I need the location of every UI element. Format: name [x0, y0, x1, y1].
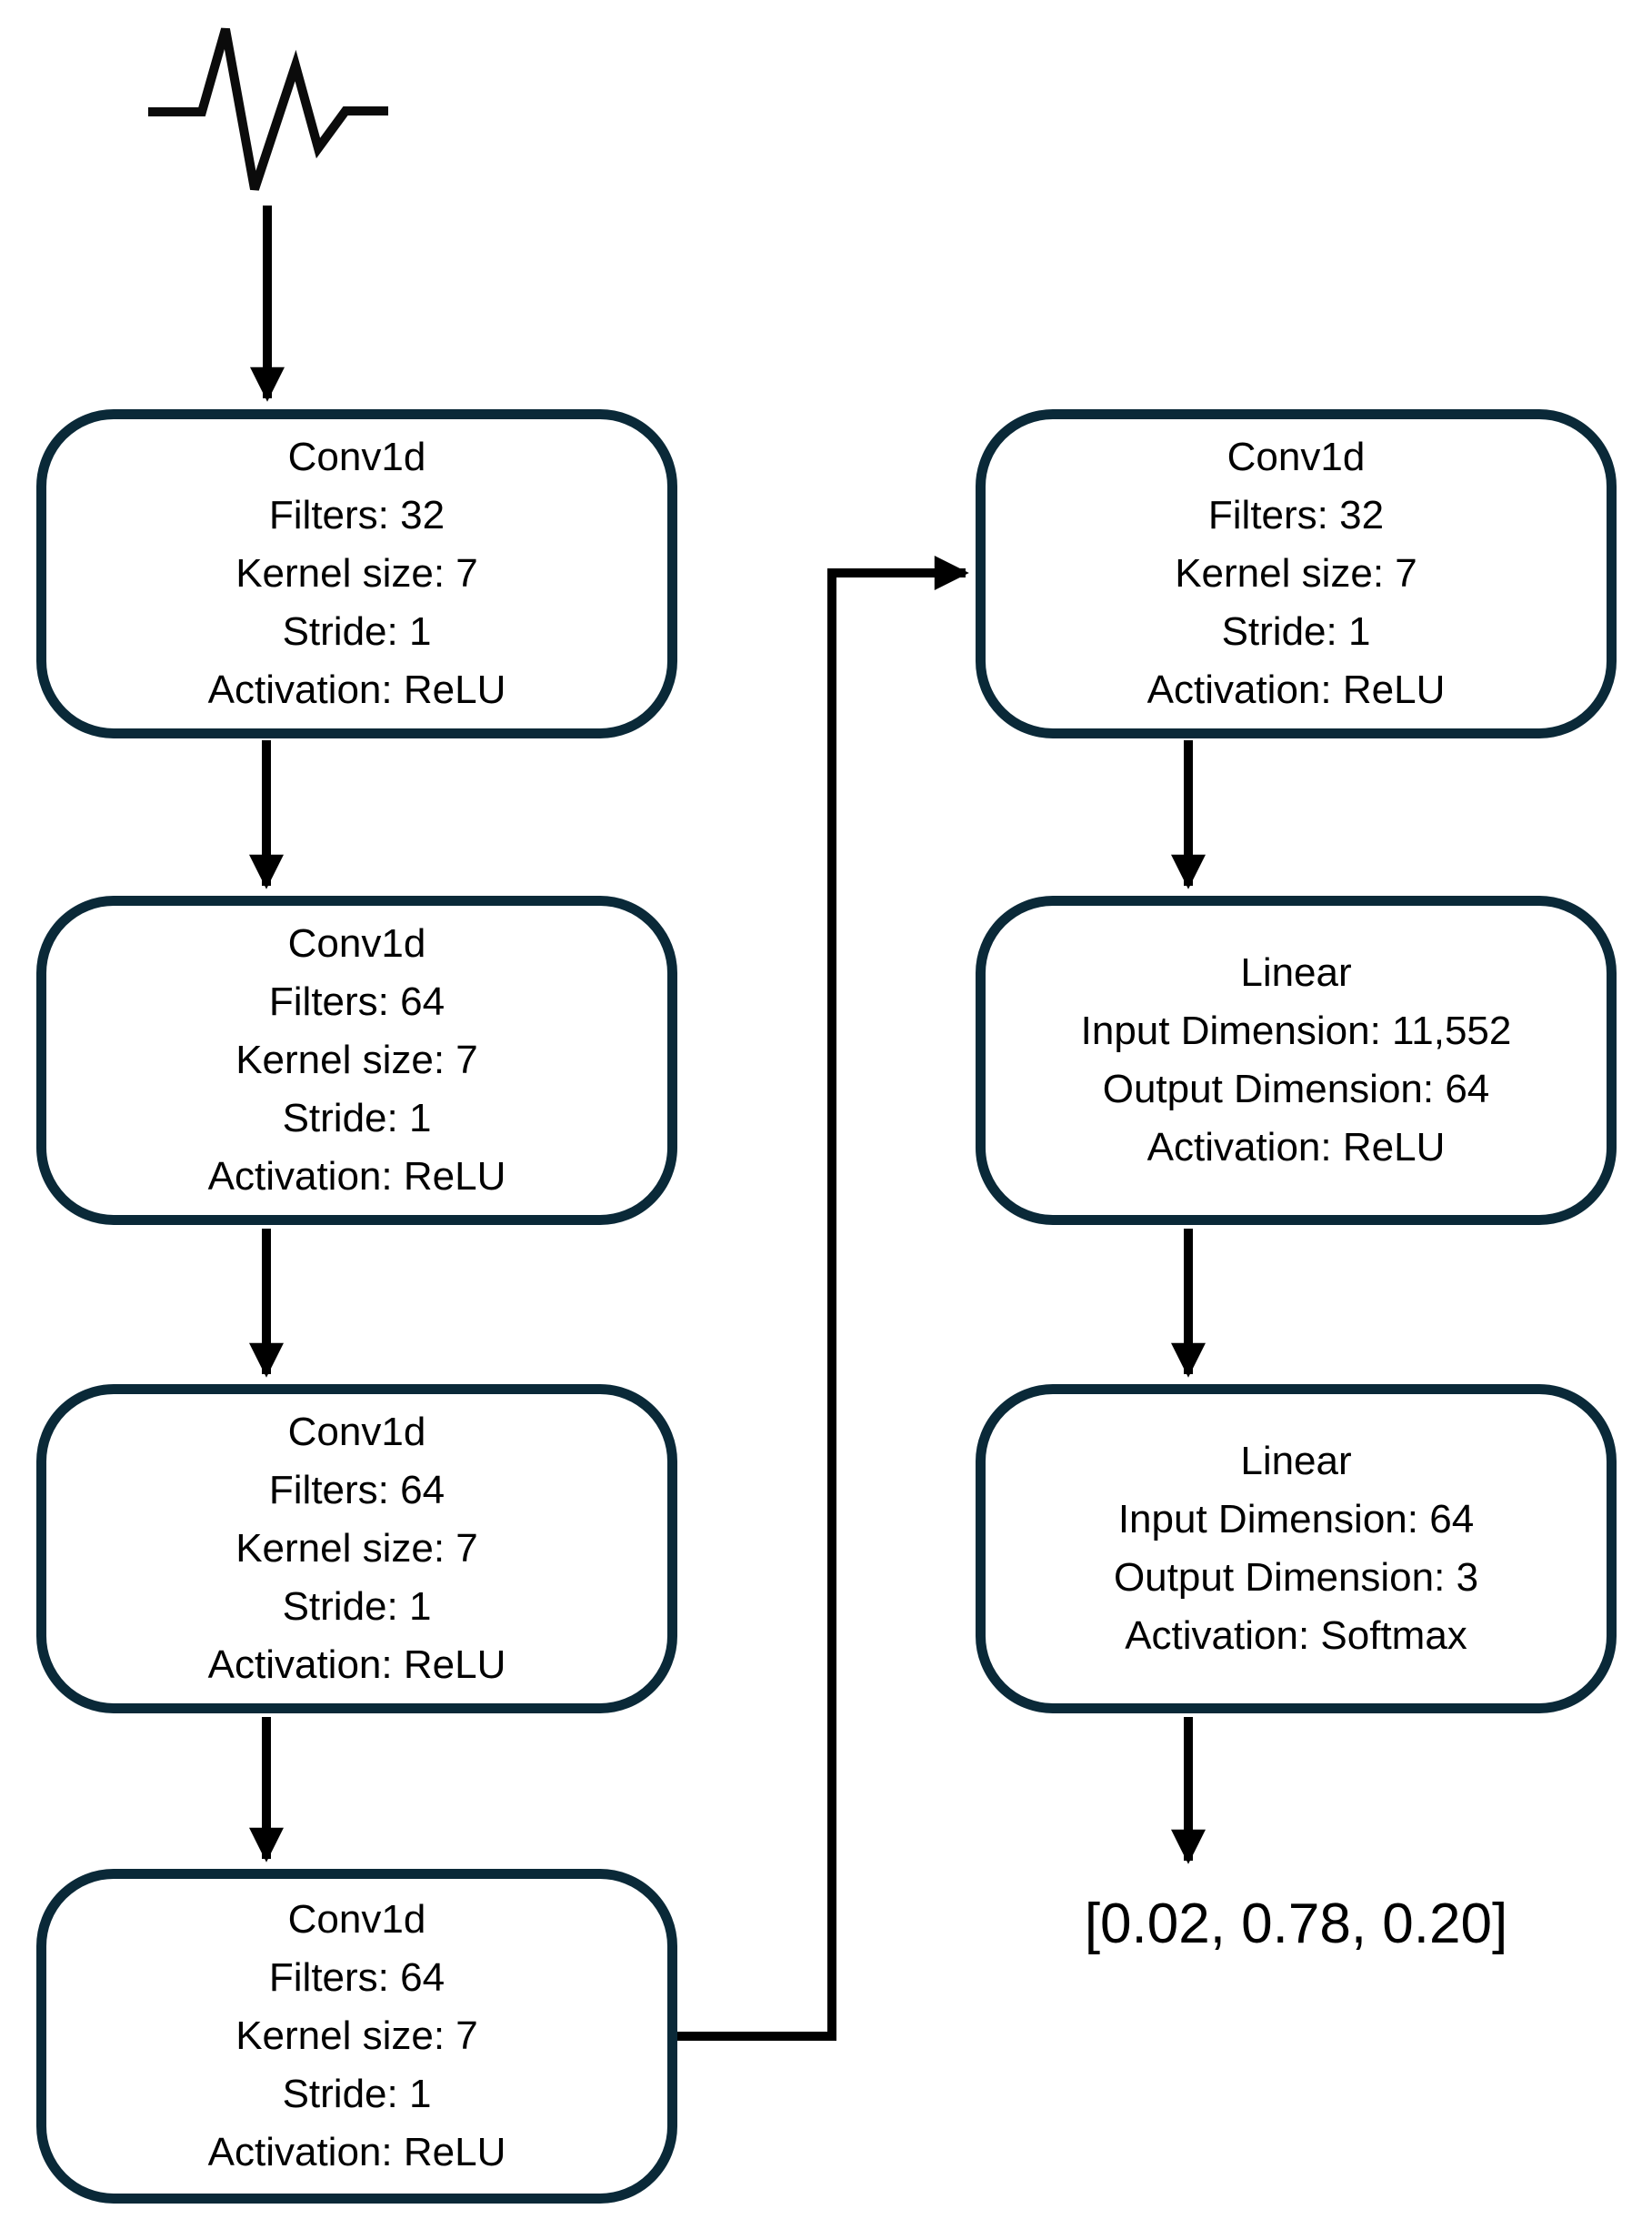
node-filters: Filters: 64 — [268, 979, 446, 1024]
node-filters: Filters: 64 — [268, 1468, 446, 1512]
node-stride: Stride: 1 — [282, 1584, 432, 1629]
node-linear-2: Linear Input Dimension: 64 Output Dimens… — [976, 1384, 1617, 1713]
node-conv1d-2: Conv1d Filters: 64 Kernel size: 7 Stride… — [36, 896, 677, 1225]
node-kernel-size: Kernel size: 7 — [1175, 551, 1417, 596]
node-layer-type: Conv1d — [287, 435, 426, 479]
node-layer-type: Linear — [1240, 1439, 1352, 1483]
node-layer-type: Conv1d — [1226, 435, 1366, 479]
node-activation: Activation: ReLU — [207, 1154, 506, 1199]
node-stride: Stride: 1 — [282, 1096, 432, 1140]
node-kernel-size: Kernel size: 7 — [235, 551, 478, 596]
waveform-icon — [148, 27, 388, 191]
output-probability-vector: [0.02, 0.78, 0.20] — [1084, 1893, 1508, 1955]
node-kernel-size: Kernel size: 7 — [235, 1526, 478, 1571]
node-activation: Activation: ReLU — [1146, 1125, 1446, 1170]
node-conv1d-5: Conv1d Filters: 32 Kernel size: 7 Stride… — [976, 409, 1617, 738]
node-filters: Filters: 32 — [268, 493, 446, 537]
node-stride: Stride: 1 — [282, 609, 432, 654]
node-output-dimension: Output Dimension: 64 — [1102, 1067, 1490, 1111]
node-conv1d-3: Conv1d Filters: 64 Kernel size: 7 Stride… — [36, 1384, 677, 1713]
node-stride: Stride: 1 — [282, 2072, 432, 2116]
node-filters: Filters: 64 — [268, 1955, 446, 2000]
node-activation: Activation: ReLU — [207, 2130, 506, 2174]
node-layer-type: Conv1d — [287, 1897, 426, 1942]
node-kernel-size: Kernel size: 7 — [235, 2013, 478, 2058]
node-input-dimension: Input Dimension: 64 — [1117, 1497, 1475, 1541]
node-stride: Stride: 1 — [1221, 609, 1371, 654]
node-activation: Activation: ReLU — [207, 668, 506, 712]
node-layer-type: Linear — [1240, 950, 1352, 995]
node-conv1d-4: Conv1d Filters: 64 Kernel size: 7 Stride… — [36, 1869, 677, 2204]
node-conv1d-1: Conv1d Filters: 32 Kernel size: 7 Stride… — [36, 409, 677, 738]
node-kernel-size: Kernel size: 7 — [235, 1038, 478, 1082]
node-activation: Activation: Softmax — [1125, 1613, 1467, 1658]
node-input-dimension: Input Dimension: 11,552 — [1080, 1009, 1512, 1053]
node-activation: Activation: ReLU — [1146, 668, 1446, 712]
node-linear-1: Linear Input Dimension: 11,552 Output Di… — [976, 896, 1617, 1225]
elbow-connector-conv4-to-conv5 — [676, 556, 969, 2041]
node-activation: Activation: ReLU — [207, 1642, 506, 1687]
node-filters: Filters: 32 — [1207, 493, 1385, 537]
node-output-dimension: Output Dimension: 3 — [1113, 1555, 1479, 1600]
node-layer-type: Conv1d — [287, 1410, 426, 1454]
node-layer-type: Conv1d — [287, 921, 426, 966]
